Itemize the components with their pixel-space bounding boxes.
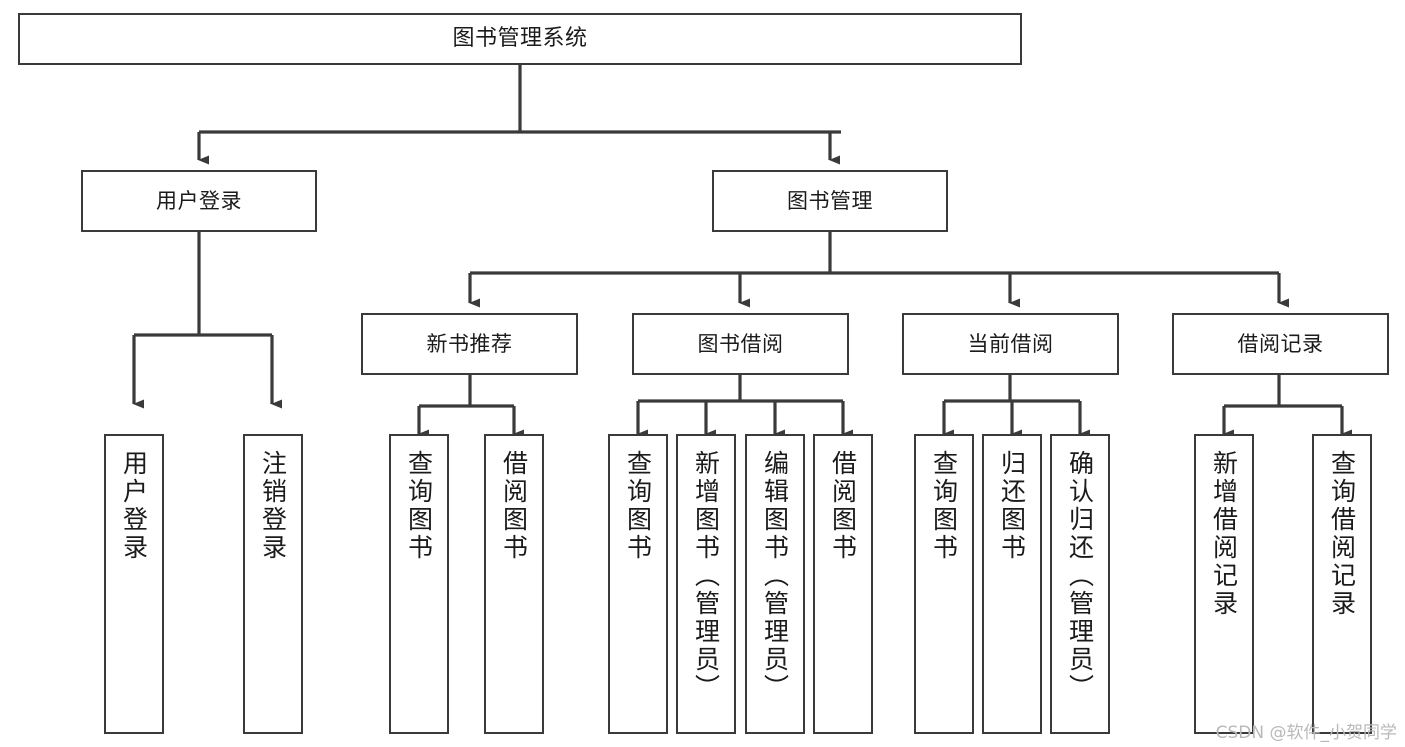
leaf-query-book-3-label: 查询图书 [929,450,959,562]
leaf-user-login-label: 用户登录 [119,450,149,562]
node-borrow-record[interactable]: 借阅记录 [1172,313,1389,375]
node-borrow-record-label: 借阅记录 [1237,331,1324,356]
leaf-user-login[interactable]: 用户登录 [104,434,164,734]
leaf-add-record-label: 新增借阅记录 [1209,450,1239,618]
node-book-borrow-label: 图书借阅 [697,331,784,356]
leaf-borrow-book-2-label: 借阅图书 [828,450,858,562]
leaf-add-book-label: 新增图书（管理员） [691,450,721,702]
leaf-confirm-return[interactable]: 确认归还（管理员） [1050,434,1110,734]
leaf-query-record-label: 查询借阅记录 [1327,450,1357,618]
node-new-book-recommend-label: 新书推荐 [426,331,513,356]
leaf-edit-book[interactable]: 编辑图书（管理员） [745,434,805,734]
leaf-query-record[interactable]: 查询借阅记录 [1312,434,1372,734]
leaf-query-book-2-label: 查询图书 [623,450,653,562]
node-current-borrow[interactable]: 当前借阅 [902,313,1119,375]
node-user-login[interactable]: 用户登录 [81,170,317,232]
node-new-book-recommend[interactable]: 新书推荐 [361,313,578,375]
leaf-borrow-book-1-label: 借阅图书 [499,450,529,562]
leaf-add-record[interactable]: 新增借阅记录 [1194,434,1254,734]
node-book-manage[interactable]: 图书管理 [712,170,948,232]
node-book-borrow[interactable]: 图书借阅 [632,313,849,375]
leaf-return-book-label: 归还图书 [997,450,1027,562]
leaf-logout[interactable]: 注销登录 [243,434,303,734]
csdn-watermark: CSDN @软件_小贺同学 [1215,723,1397,743]
leaf-query-book-1-label: 查询图书 [404,450,434,562]
leaf-return-book[interactable]: 归还图书 [982,434,1042,734]
leaf-borrow-book-1[interactable]: 借阅图书 [484,434,544,734]
leaf-borrow-book-2[interactable]: 借阅图书 [813,434,873,734]
leaf-edit-book-label: 编辑图书（管理员） [760,450,790,702]
leaf-confirm-return-label: 确认归还（管理员） [1065,450,1095,702]
node-user-login-label: 用户登录 [156,188,242,213]
leaf-query-book-1[interactable]: 查询图书 [389,434,449,734]
leaf-query-book-3[interactable]: 查询图书 [914,434,974,734]
node-root-label: 图书管理系统 [452,26,588,52]
leaf-logout-label: 注销登录 [258,450,288,562]
node-root[interactable]: 图书管理系统 [18,13,1022,65]
leaf-add-book[interactable]: 新增图书（管理员） [676,434,736,734]
node-current-borrow-label: 当前借阅 [967,331,1054,356]
leaf-query-book-2[interactable]: 查询图书 [608,434,668,734]
node-book-manage-label: 图书管理 [787,188,873,213]
